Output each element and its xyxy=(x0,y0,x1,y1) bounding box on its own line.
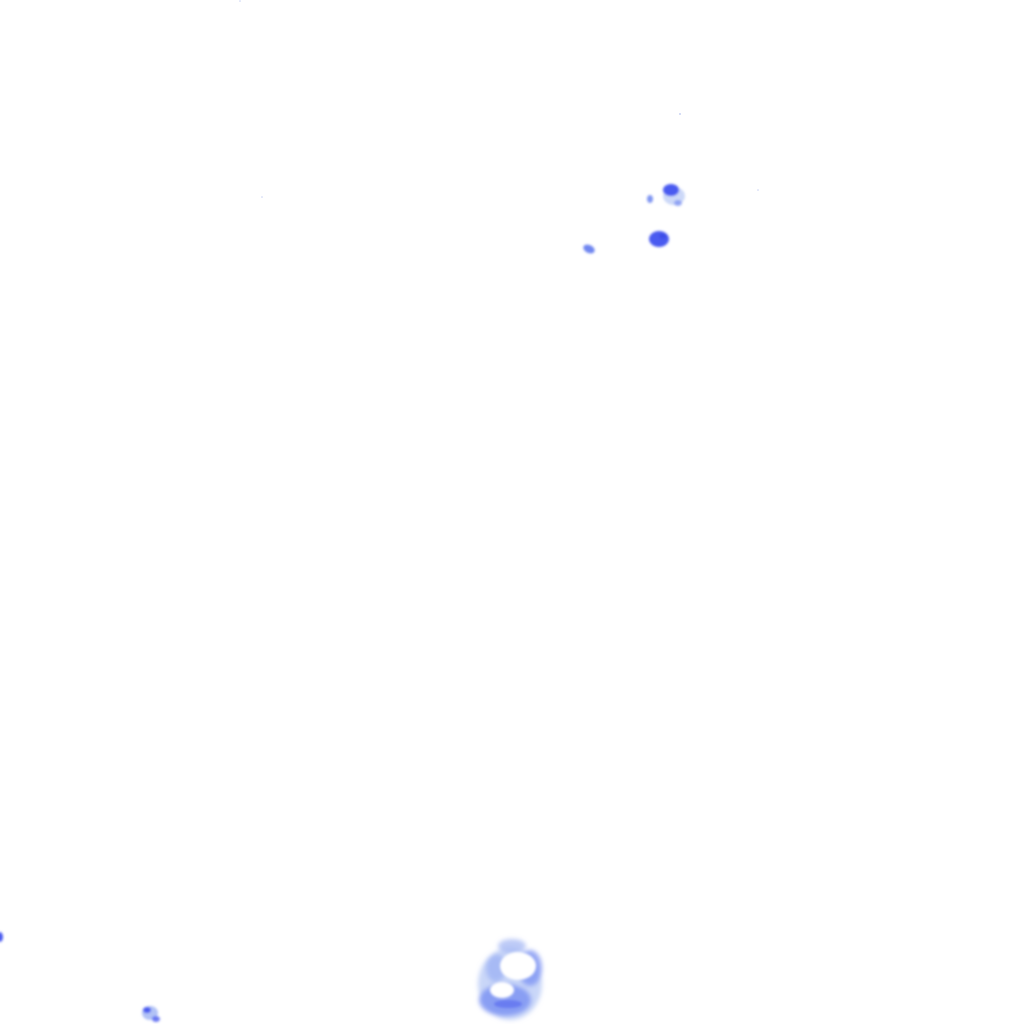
noise-specks xyxy=(239,0,759,198)
precip-cell-upper-right xyxy=(663,184,685,206)
precip-cell-west xyxy=(583,244,595,254)
precip-cell-bottom-large xyxy=(478,939,542,1020)
precip-cell-bottom-left xyxy=(142,1006,160,1022)
precip-cell-small-left xyxy=(647,195,653,203)
precip-cell-left-edge xyxy=(0,932,3,942)
precip-cell-mid xyxy=(649,231,669,247)
